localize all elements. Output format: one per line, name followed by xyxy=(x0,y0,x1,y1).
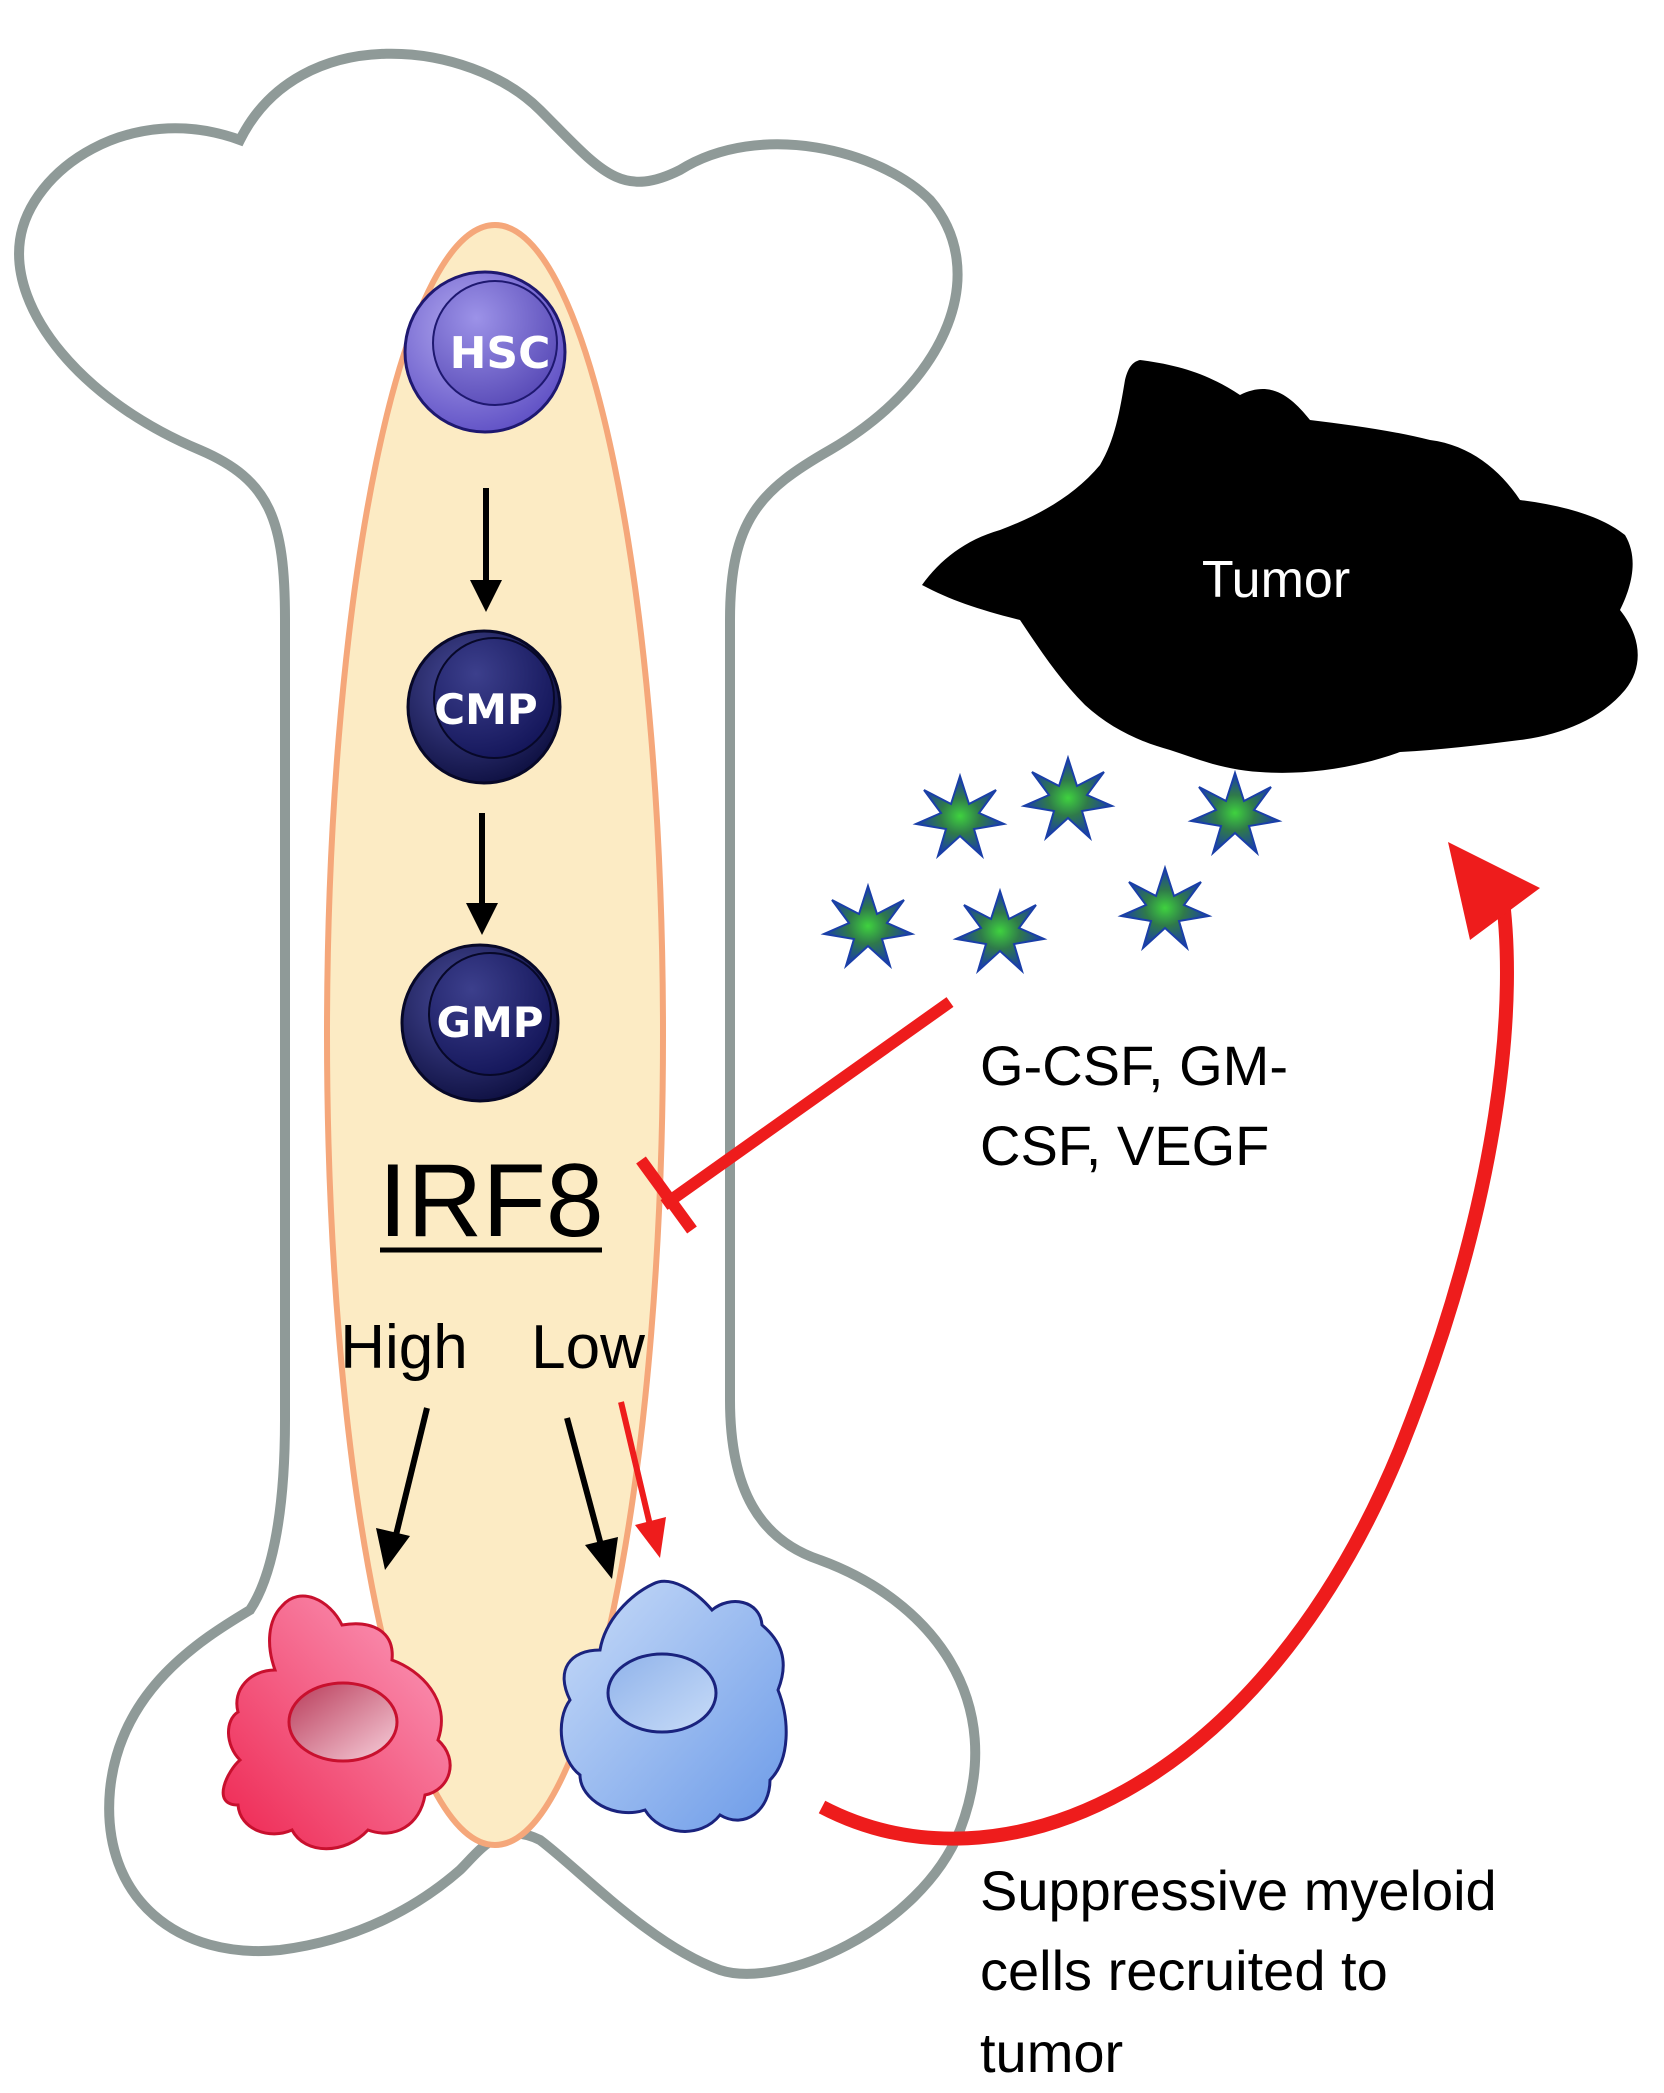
gmp-label: GMP xyxy=(436,998,543,1047)
cytokine-star-icon xyxy=(1187,769,1283,857)
arrow-high xyxy=(393,1407,430,1536)
arrow-low-black-head xyxy=(585,1537,618,1579)
irf8-low-cell xyxy=(559,1579,788,1833)
hsc-label: HSC xyxy=(450,328,551,379)
cytokine-stars xyxy=(820,754,1283,975)
recruitment-line-3: tumor xyxy=(980,2021,1123,2084)
tumor xyxy=(922,360,1638,773)
irf8-high-cell xyxy=(221,1594,452,1851)
irf8-low-label: Low xyxy=(531,1313,645,1382)
cytokine-star-icon xyxy=(912,772,1008,860)
arrow-low-red xyxy=(618,1401,653,1526)
recruitment-arrow xyxy=(818,878,1514,1846)
cytokine-star-icon xyxy=(1117,864,1213,952)
cmp-label: CMP xyxy=(434,685,537,734)
inhibition-bar xyxy=(636,1156,697,1234)
cytokine-star-icon xyxy=(1020,754,1116,842)
irf8-label: IRF8 xyxy=(378,1143,603,1259)
cytokine-star-icon xyxy=(820,882,916,970)
irf8-high-label: High xyxy=(340,1313,468,1382)
arrow-high-head xyxy=(376,1528,410,1570)
arrow-hsc-to-cmp-head xyxy=(470,580,502,612)
hsc-cell: HSC xyxy=(403,270,567,434)
recruitment-line-1: Suppressive myeloid xyxy=(980,1859,1497,1922)
factors-line-1: G-CSF, GM- xyxy=(980,1034,1288,1097)
recruitment-arrow-head xyxy=(1448,842,1540,940)
recruitment-line-2: cells recruited to xyxy=(980,1939,1388,2002)
cytokine-star-icon xyxy=(952,887,1048,975)
arrow-low-black xyxy=(564,1417,604,1546)
inhibition-line xyxy=(660,997,954,1210)
arrow-low-red-head xyxy=(635,1517,666,1558)
tumor-label: Tumor xyxy=(1202,551,1350,609)
gmp-cell: GMP xyxy=(400,943,560,1103)
arrow-cmp-to-gmp-head xyxy=(466,903,498,935)
factors-line-2: CSF, VEGF xyxy=(980,1114,1269,1177)
cmp-cell: CMP xyxy=(406,629,562,785)
